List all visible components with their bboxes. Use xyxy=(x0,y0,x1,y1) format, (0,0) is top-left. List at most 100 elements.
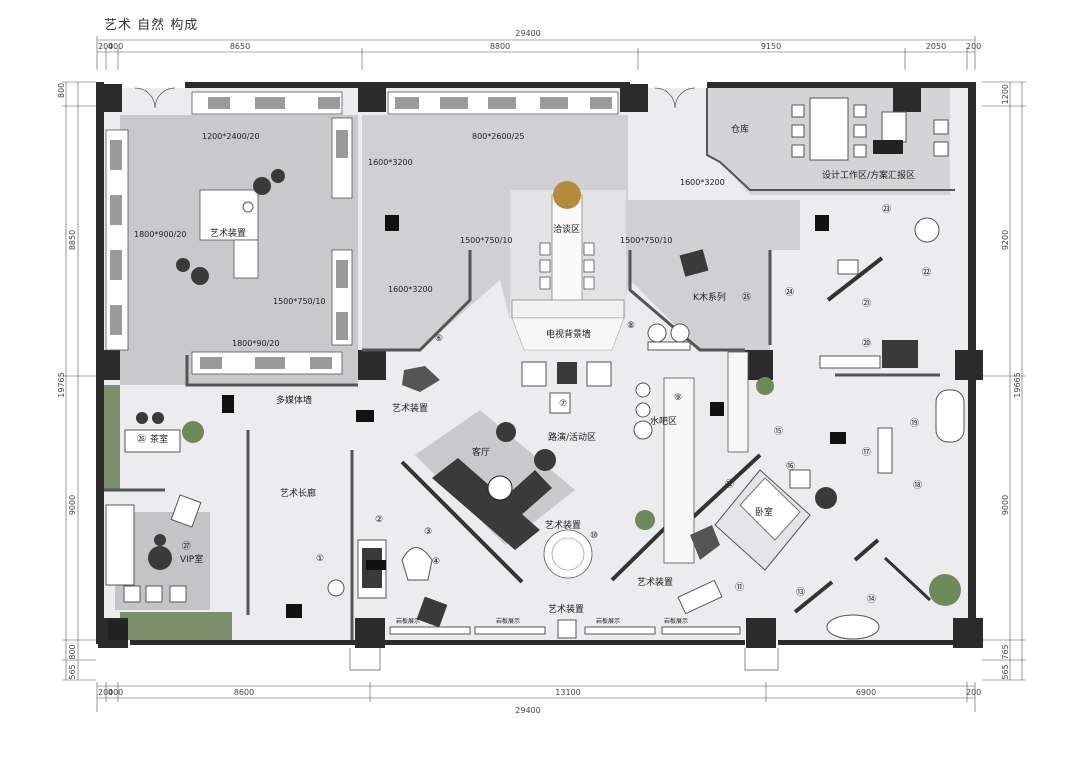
design-area-wall xyxy=(706,88,955,191)
round-stage xyxy=(543,529,593,579)
partition-bath xyxy=(853,538,880,562)
marker-1: ① xyxy=(316,554,324,564)
marker-24: ㉔ xyxy=(785,287,794,298)
label-vip-room: VIP室 xyxy=(180,553,203,565)
column xyxy=(358,350,386,380)
dim-left-6: 565 xyxy=(68,664,77,679)
tv-panel xyxy=(882,340,918,368)
column xyxy=(98,350,120,380)
label-tv-wall: 电视背景墙 xyxy=(546,328,591,340)
dim-bot-2: 400 xyxy=(108,688,123,697)
dim-right-1: 1200 xyxy=(1001,84,1010,104)
column xyxy=(355,618,385,648)
dim-right-6: 565 xyxy=(1001,664,1010,679)
stone-display xyxy=(474,626,546,635)
glass-slats xyxy=(110,97,612,369)
dim-top-total: 29400 xyxy=(515,29,540,38)
coffee-table xyxy=(487,475,513,501)
stool xyxy=(271,169,285,183)
size-labels: 1200*2400/20 800*2600/25 1600*3200 1600*… xyxy=(134,132,725,348)
partition-14 xyxy=(883,556,932,602)
size-label: 1200*2400/20 xyxy=(202,132,260,141)
armchair xyxy=(496,422,516,442)
stool xyxy=(253,177,271,195)
marker-15: ⑮ xyxy=(774,426,783,437)
interior-walls xyxy=(104,88,955,640)
plant-strip-bottom xyxy=(120,612,232,640)
round-table xyxy=(914,217,940,243)
size-label: 1500*750/10 xyxy=(273,297,326,306)
bar-stool xyxy=(635,402,651,418)
chair xyxy=(557,362,577,384)
dim-left-2: 8850 xyxy=(68,230,77,250)
label-design-area: 设计工作区/方案汇报区 xyxy=(822,169,915,181)
bed-duvet xyxy=(739,477,801,541)
column xyxy=(358,84,386,112)
dim-top-3: 8650 xyxy=(230,42,250,51)
label-living-room: 客厅 xyxy=(472,446,490,458)
marker-8: ⑧ xyxy=(627,321,635,331)
stone-display xyxy=(584,626,656,635)
armchair xyxy=(534,449,556,471)
armchair xyxy=(679,249,709,277)
lounge xyxy=(677,579,723,615)
wall-top-mid xyxy=(185,82,630,88)
dimension-texts: 29400 200 400 8650 8800 9150 2050 200 20… xyxy=(57,29,1022,715)
vip-sofa xyxy=(105,504,135,586)
dimension-lines xyxy=(62,36,1026,712)
dim-bot-total: 29400 xyxy=(515,706,540,715)
person-silhouette xyxy=(385,215,399,231)
dim-right-2: 9200 xyxy=(1001,230,1010,250)
size-label: 1600*3200 xyxy=(368,158,413,167)
vip-lounge-chair xyxy=(170,494,202,528)
plant xyxy=(929,574,961,606)
person-silhouette xyxy=(815,215,829,231)
dim-top-2: 400 xyxy=(108,42,123,51)
dim-right-4: 9000 xyxy=(1001,495,1010,515)
person-silhouette xyxy=(710,402,724,416)
bedroom-chair xyxy=(815,487,837,509)
dim-top-1: 200 xyxy=(98,42,113,51)
column xyxy=(953,618,983,648)
size-label: 1600*3200 xyxy=(680,178,725,187)
marker-10: ⑩ xyxy=(590,531,598,541)
diagonal-wall-right xyxy=(628,250,745,352)
marker-7: ⑦ xyxy=(559,399,567,409)
display-labels: 岩板展示 岩板展示 岩板展示 岩板展示 xyxy=(396,617,688,625)
marker-25: ㉕ xyxy=(742,292,751,303)
stool xyxy=(176,258,190,272)
dim-bot-1: 200 xyxy=(98,688,113,697)
marker-27: ㉗ xyxy=(182,541,191,552)
size-label: 1800*90/20 xyxy=(232,339,279,348)
dim-left-4: 9000 xyxy=(68,495,77,515)
display-box xyxy=(557,619,577,639)
marker-23: ㉓ xyxy=(882,204,891,215)
stone-display xyxy=(661,626,741,635)
wall-bottom-mid xyxy=(385,640,745,645)
dim-right-3: 19665 xyxy=(1013,372,1022,397)
marker-11: ⑪ xyxy=(735,582,744,593)
wall-top-right xyxy=(707,82,976,88)
display-label: 岩板展示 xyxy=(496,617,520,625)
label-water-bar: 水吧区 xyxy=(650,415,677,427)
marker-6: ⑥ xyxy=(435,334,443,344)
dim-top-5: 9150 xyxy=(761,42,781,51)
wall-bottom-left xyxy=(130,640,355,645)
walls xyxy=(96,82,983,648)
label-art-install-1: 艺术装置 xyxy=(210,227,246,239)
label-art-install-2: 艺术装置 xyxy=(392,402,428,414)
label-negotiation: 洽谈区 xyxy=(553,223,580,235)
stool xyxy=(670,323,690,343)
marker-box xyxy=(549,392,571,414)
label-art-corridor: 艺术长廊 xyxy=(280,487,316,499)
vip-stool xyxy=(154,534,166,546)
marker-9: ⑨ xyxy=(674,393,682,403)
column xyxy=(620,84,648,112)
drawing-title: 艺术 自然 构成 xyxy=(104,18,199,33)
display-label: 岩板展示 xyxy=(396,617,420,625)
chair xyxy=(521,361,547,387)
dim-right-5: 765 xyxy=(1001,644,1010,659)
partition-living xyxy=(400,460,524,584)
label-art-install-5: 艺术装置 xyxy=(548,603,584,615)
stool xyxy=(191,267,209,285)
